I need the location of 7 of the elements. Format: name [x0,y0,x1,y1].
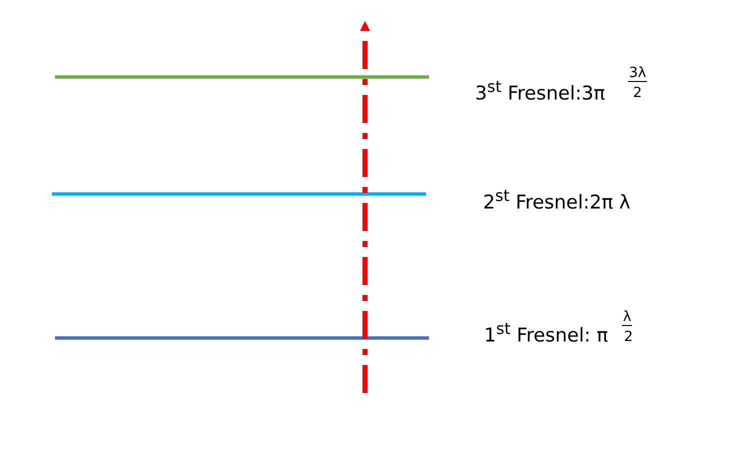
fraction-numerator: λ [622,310,632,326]
fraction-denominator: 2 [624,330,633,346]
zone-label: 2$^{st}$ Fresnel:2π λ [483,187,630,214]
zone-label: 1$^{st}$ Fresnel: π [484,320,608,346]
zone-label: 3$^{st}$ Fresnel:3π [475,78,606,104]
fraction-denominator: 2 [633,86,642,102]
fraction-numerator: 3λ [628,66,648,82]
